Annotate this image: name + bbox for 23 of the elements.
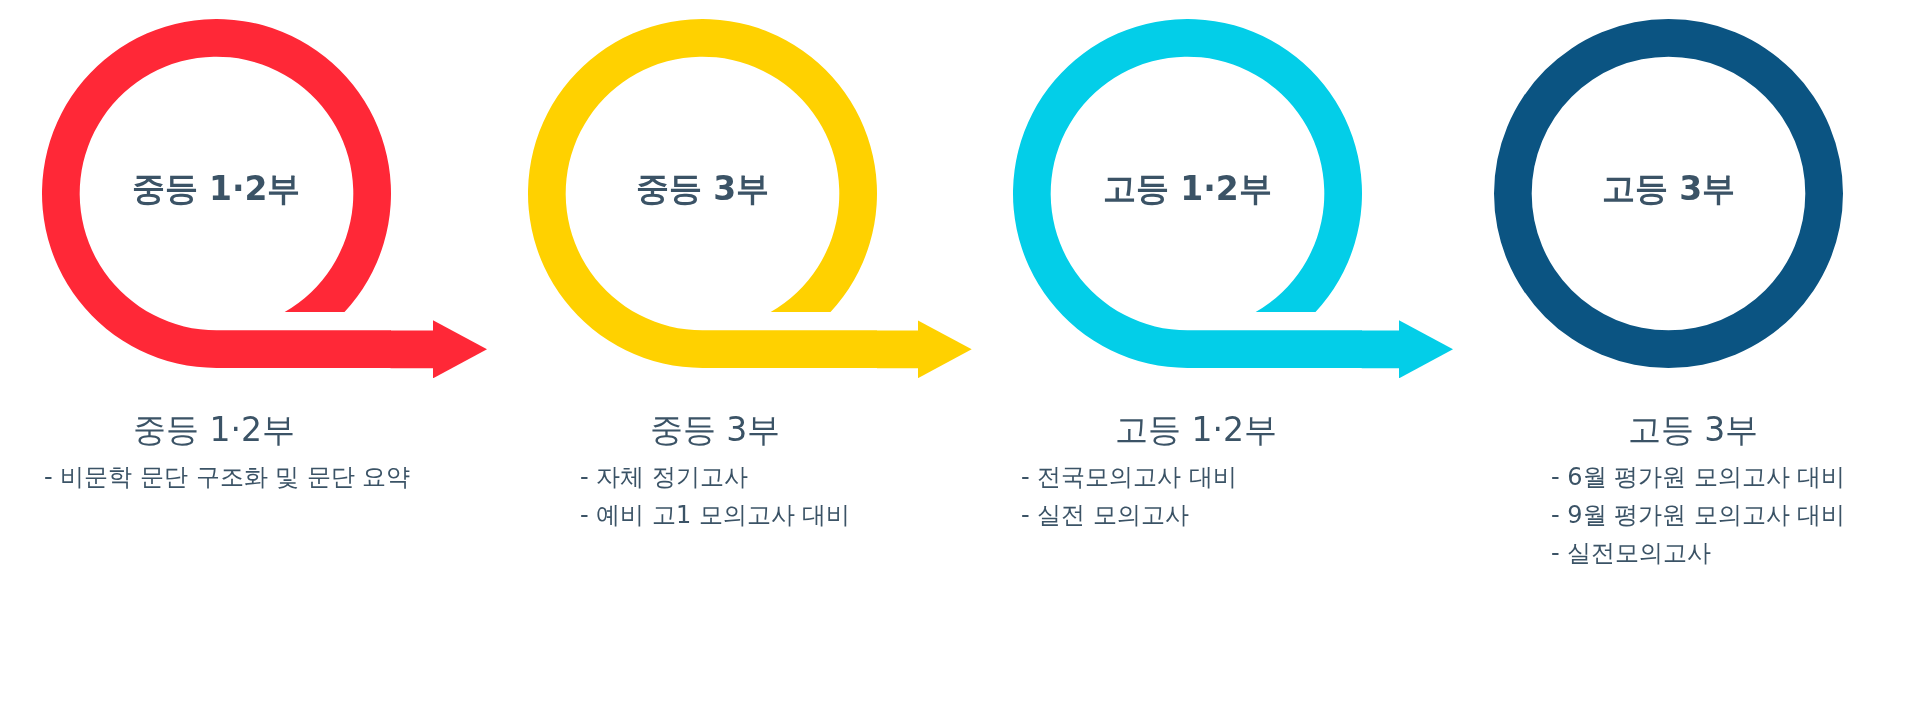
- stage-title: 중등 1·2부: [131, 168, 301, 209]
- loop-arrow: [41, 19, 391, 369]
- list-item: - 자체 정기고사: [580, 463, 748, 491]
- stage-title: 중등 3부: [635, 168, 770, 209]
- list-item: - 비문학 문단 구조화 및 문단 요약: [44, 463, 411, 491]
- stage-heading: 고등 3부: [1627, 410, 1759, 450]
- stage-title: 고등 3부: [1601, 168, 1736, 209]
- list-item: - 전국모의고사 대비: [1021, 463, 1237, 491]
- arrow: [390, 320, 487, 379]
- arrow: [877, 320, 972, 379]
- ring: [1494, 19, 1843, 369]
- stage-heading: 중등 3부: [649, 410, 781, 450]
- stage-title: 고등 1·2부: [1102, 168, 1272, 209]
- list-item: - 실전모의고사: [1551, 539, 1712, 567]
- stage-heading: 고등 1·2부: [1115, 410, 1277, 450]
- list-item: - 9월 평가원 모의고사 대비: [1551, 501, 1846, 529]
- list-item: - 예비 고1 모의고사 대비: [580, 501, 851, 529]
- list-item: - 실전 모의고사: [1021, 501, 1189, 529]
- arrow: [1361, 320, 1453, 379]
- list-item: - 6월 평가원 모의고사 대비: [1551, 463, 1846, 491]
- loop-arrow: [1012, 19, 1362, 369]
- stage-heading: 중등 1·2부: [133, 410, 295, 450]
- loop-arrow: [528, 19, 877, 369]
